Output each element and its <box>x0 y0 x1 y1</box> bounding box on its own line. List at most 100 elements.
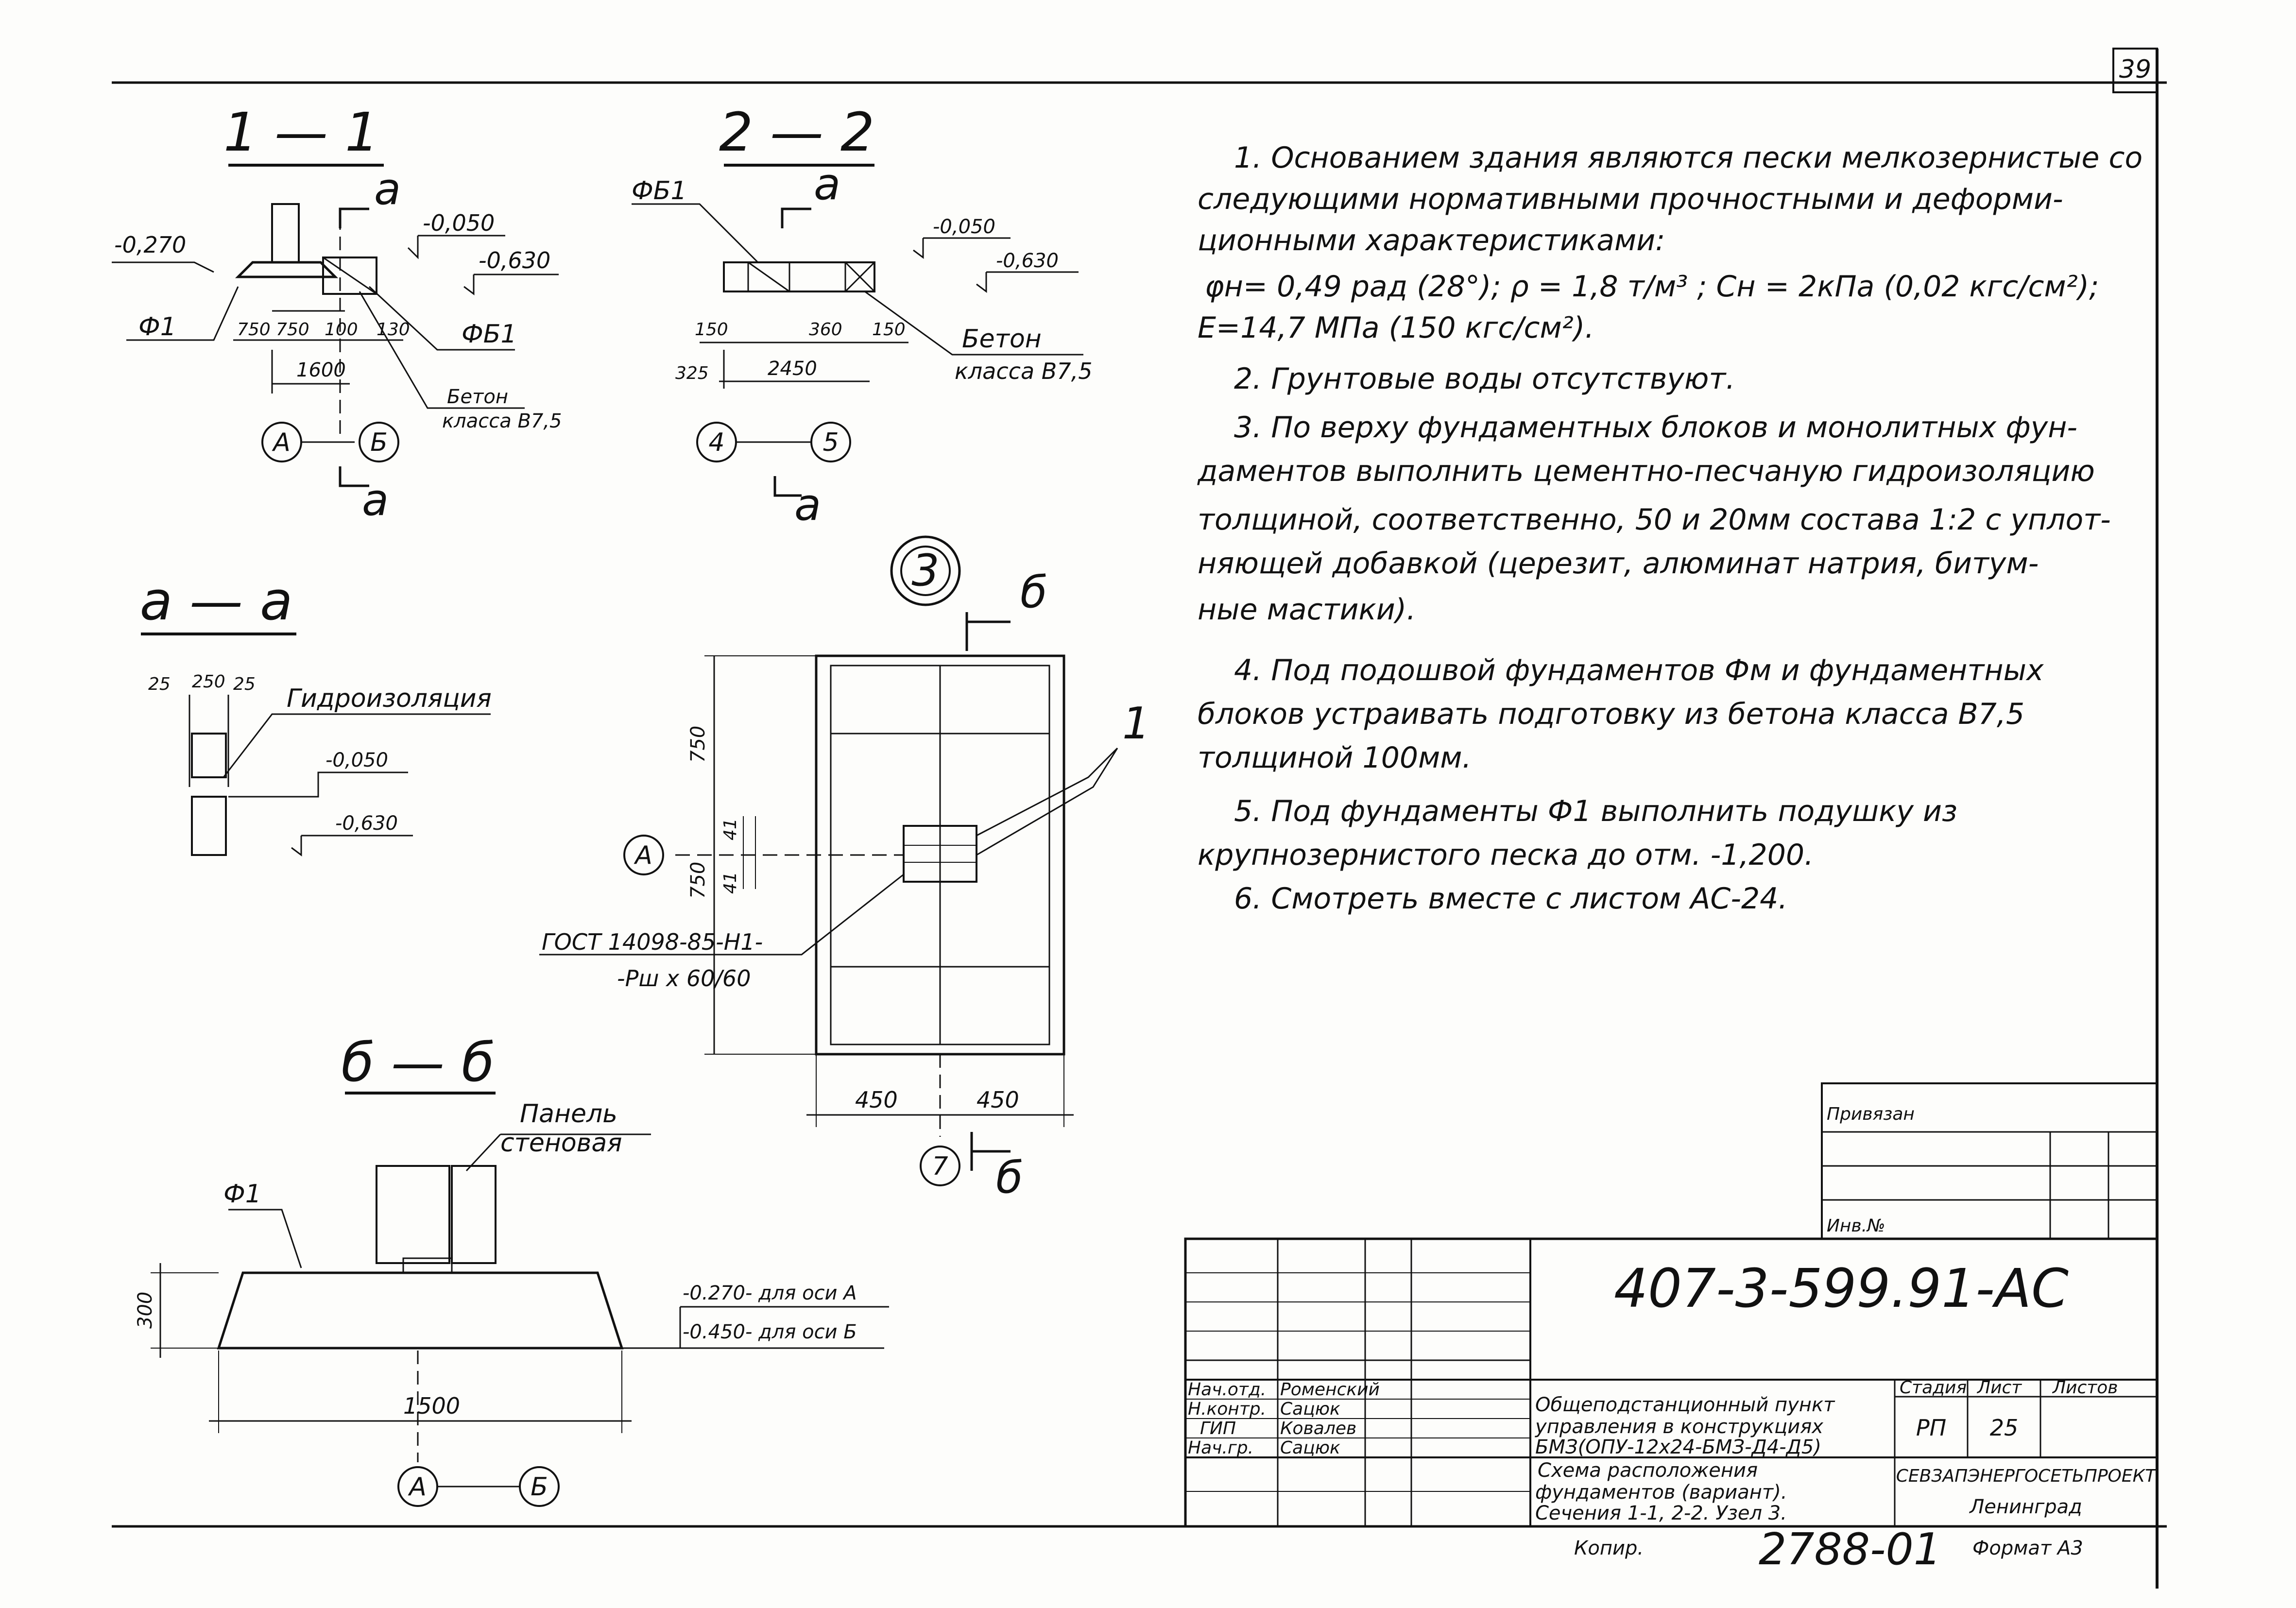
sbb-mark-1: -0.270- для оси А <box>683 1282 857 1304</box>
sbb-width: 1500 <box>403 1393 460 1419</box>
note-line: 1. Основанием здания являются пески мелк… <box>1234 141 2142 175</box>
section-b-b-title: б — б <box>341 1031 495 1094</box>
note-line: крупнозернистого песка до отм. -1,200. <box>1198 838 1814 872</box>
note-line: 4. Под подошвой фундаментов Фм и фундаме… <box>1234 653 2044 687</box>
s22-total: 2450 <box>768 358 817 380</box>
page-number: 39 <box>2119 55 2151 84</box>
s11-total: 1600 <box>296 359 346 381</box>
stamp-project-2: управления в конструкциях <box>1535 1416 1823 1438</box>
note-line: следующими нормативными прочностными и д… <box>1198 182 2063 216</box>
stamp-number: 2788-01 <box>1759 1524 1941 1575</box>
section-a-a-title: а — а <box>140 570 293 632</box>
stamp-sheet: 25 <box>1990 1415 2019 1441</box>
s11-footing-label: Ф1 <box>138 312 176 342</box>
s22-dim-3: 150 <box>872 320 906 340</box>
stamp-title-1: Схема расположения <box>1538 1459 1758 1482</box>
note-line: φн= 0,49 рад (28°); ρ = 1,8 т/м³ ; Сн = … <box>1205 270 2099 304</box>
node-3-dim-450-1: 450 <box>855 1087 898 1113</box>
title-block: Привязан Инв.№ 407-3-599.91-АС Нач.отд. … <box>1184 1082 2159 1575</box>
stamp-sheet-header: Лист <box>1976 1378 2022 1398</box>
s11-concrete-2: класса В7,5 <box>442 410 562 432</box>
sbb-panel-1: Панель <box>520 1099 617 1129</box>
note-line: 2. Грунтовые воды отсутствуют. <box>1234 362 1735 396</box>
s22-cut-top: а <box>814 159 840 210</box>
s22-dim-1: 150 <box>695 320 728 340</box>
stamp-inv: Инв.№ <box>1827 1216 1885 1236</box>
section-1-1: 1 — 1 а а -0,270 -0,050 -0,630 750 750 1… <box>112 101 562 526</box>
stamp-project-3: БМЗ(ОПУ-12х24-БМЗ-Д4-Д5) <box>1535 1436 1821 1458</box>
s11-cut-top: а <box>374 164 401 215</box>
section-a-a: а — а 25 250 25 Гидроизоляция -0,050 -0,… <box>140 570 492 856</box>
note-line: ные мастики). <box>1198 593 1416 627</box>
sbb-axis-b: Б <box>531 1472 548 1502</box>
stamp-role-1: Нач.отд. <box>1188 1380 1266 1400</box>
stamp-name-4: Сацюк <box>1280 1438 1340 1458</box>
node-3-gap-2: 41 <box>720 872 740 894</box>
sbb-mark-2: -0.450- для оси Б <box>683 1321 857 1343</box>
node-3-item: 1 <box>1122 698 1150 749</box>
stamp-stage-header: Стадия <box>1900 1378 1967 1398</box>
stamp-title-3: Сечения 1-1, 2-2. Узел 3. <box>1535 1502 1787 1524</box>
s22-concrete-2: класса В7,5 <box>955 358 1092 384</box>
section-2-2: 2 — 2 а а ФБ1 -0,050 -0,630 150 360 150 … <box>632 101 1092 530</box>
stamp-name-3: Ковалев <box>1280 1419 1356 1438</box>
s11-dim-3: 100 <box>325 320 358 340</box>
note-line: блоков устраивать подготовку из бетона к… <box>1198 697 2024 731</box>
stamp-code: 407-3-599.91-АС <box>1614 1257 2069 1319</box>
node-3-gost-2: -Рш x 60/60 <box>617 965 751 992</box>
sbb-height: 300 <box>134 1292 156 1329</box>
saa-label: Гидроизоляция <box>287 684 492 713</box>
note-line: толщиной, соответственно, 50 и 20мм сост… <box>1198 503 2111 537</box>
node-3-axis-7: 7 <box>932 1152 948 1181</box>
s22-cut-bottom: а <box>794 479 821 530</box>
stamp-stage: РП <box>1916 1415 1946 1441</box>
saa-dim-2: 250 <box>192 672 225 692</box>
s22-mark-top: -0,050 <box>933 216 995 238</box>
note-line: 3. По верху фундаментных блоков и моноли… <box>1234 411 2077 445</box>
sbb-panel-2: стеновая <box>500 1129 622 1158</box>
stamp-org: СЕВЗАПЭНЕРГОСЕТЬПРОЕКТ <box>1896 1466 2157 1486</box>
note-line: няющей добавкой (церезит, алюминат натри… <box>1198 547 2039 581</box>
node-3-cut-bottom: б <box>996 1152 1023 1203</box>
stamp-name-2: Сацюк <box>1280 1399 1340 1419</box>
section-2-2-title: 2 — 2 <box>719 101 874 163</box>
s22-concrete-1: Бетон <box>962 325 1042 354</box>
saa-dim-1: 25 <box>148 674 171 694</box>
s22-dim-325: 325 <box>675 363 709 383</box>
sbb-footing-label: Ф1 <box>223 1180 261 1209</box>
node-3-dim-top: 750 <box>687 726 709 763</box>
stamp-name-1: Роменский <box>1280 1380 1380 1400</box>
s22-axis-4: 4 <box>708 428 724 457</box>
section-b-b: б — б Панель стеновая Ф1 300 -0.270- для… <box>134 1031 889 1507</box>
s11-mark-bottom: -0,630 <box>479 247 550 274</box>
note-line: даментов выполнить цементно-песчаную гид… <box>1197 454 2095 488</box>
s22-block-label: ФБ1 <box>632 176 687 205</box>
saa-mark-bottom: -0,630 <box>335 812 398 835</box>
s11-dim-2: 750 <box>276 320 309 340</box>
s11-mark-left: -0,270 <box>114 232 186 258</box>
saa-mark-top: -0,050 <box>326 749 388 771</box>
stamp-role-3: ГИП <box>1200 1419 1236 1438</box>
section-1-1-title: 1 — 1 <box>223 101 379 163</box>
note-line: Е=14,7 МПа (150 кгс/см²). <box>1198 311 1594 345</box>
s11-axis-b: Б <box>370 428 388 457</box>
s11-block-label: ФБ1 <box>462 320 517 349</box>
note-line: 6. Смотреть вместе с листом АС-24. <box>1234 882 1787 916</box>
sbb-axis-a: А <box>408 1472 427 1502</box>
node-3: 3 б 750 750 41 41 А 1 ГОСТ 14098-85-Н1- … <box>539 535 1150 1203</box>
s22-mark-bottom: -0,630 <box>996 250 1059 272</box>
node-3-cut-top: б <box>1020 567 1047 618</box>
s11-cut-bottom: а <box>362 475 389 526</box>
s11-concrete-1: Бетон <box>447 386 508 408</box>
stamp-sheets-header: Листов <box>2052 1378 2118 1398</box>
general-notes: 1. Основанием здания являются пески мелк… <box>1197 141 2142 916</box>
stamp-privyazan: Привязан <box>1827 1104 1915 1124</box>
stamp-format: Формат А3 <box>1972 1537 2083 1559</box>
s22-axis-5: 5 <box>822 428 839 457</box>
node-3-dim-450-2: 450 <box>977 1087 1019 1113</box>
note-line: ционными характеристиками: <box>1198 223 1665 257</box>
stamp-copied: Копир. <box>1574 1537 1644 1559</box>
s11-axis-a: А <box>272 428 291 457</box>
